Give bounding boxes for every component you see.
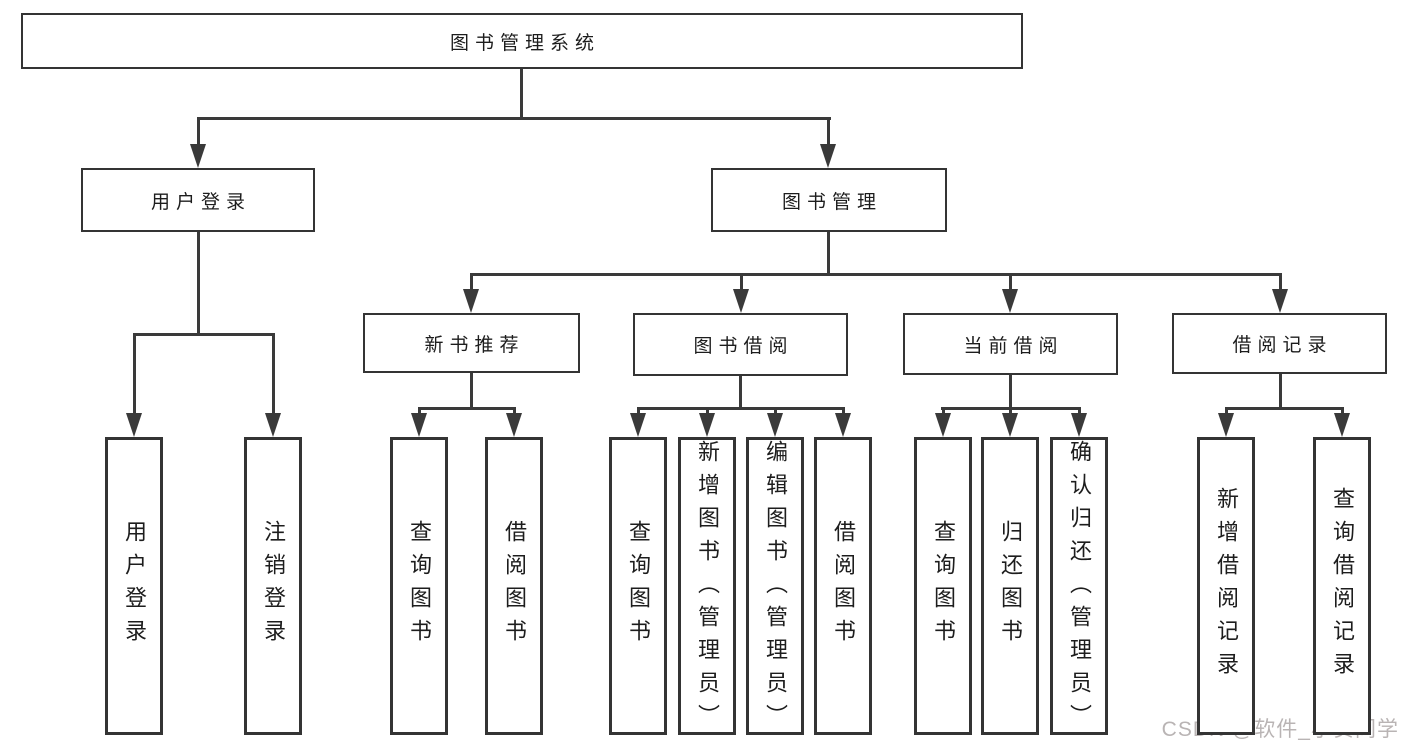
connector-line: [1225, 407, 1343, 410]
node-label: 查询图书: [931, 520, 956, 652]
node-label: 编辑图书（管理员）: [763, 440, 788, 737]
node-leaf-edit-book-admin: 编辑图书（管理员）: [746, 437, 804, 737]
node-label: 新增借阅记录: [1214, 487, 1239, 685]
node-user-login: 用户登录: [81, 168, 315, 232]
arrow-down-icon: [463, 289, 479, 313]
connector-line: [842, 407, 845, 417]
connector-line: [197, 117, 200, 147]
connector-line: [513, 407, 516, 417]
connector-line: [1279, 273, 1282, 293]
node-label: 当前借阅: [963, 335, 1064, 357]
connector-line: [827, 232, 830, 276]
arrow-down-icon: [630, 413, 646, 437]
arrow-down-icon: [1334, 413, 1350, 437]
connector-line: [520, 69, 523, 120]
connector-line: [1341, 407, 1344, 417]
node-label: 查询借阅记录: [1330, 487, 1355, 685]
connector-line: [1009, 273, 1012, 293]
node-label: 归还图书: [998, 520, 1023, 652]
arrow-down-icon: [1071, 413, 1087, 437]
node-label: 图书管理系统: [449, 32, 600, 54]
node-label: 用户登录: [150, 191, 251, 213]
arrow-down-icon: [1002, 289, 1018, 313]
connector-line: [418, 407, 516, 410]
node-leaf-borrow-book: 借阅图书: [814, 437, 872, 735]
node-book-borrowing: 图书借阅: [633, 313, 848, 376]
node-leaf-return-book: 归还图书: [981, 437, 1039, 735]
arrow-down-icon: [190, 144, 206, 168]
arrow-down-icon: [506, 413, 522, 437]
connector-line: [740, 273, 743, 293]
node-leaf-query-borrow-record: 查询借阅记录: [1313, 437, 1371, 735]
node-borrowing-records: 借阅记录: [1172, 313, 1387, 374]
node-root-system: 图书管理系统: [21, 13, 1023, 69]
node-label: 确认归还（管理员）: [1067, 440, 1092, 737]
node-label: 新书推荐: [424, 334, 525, 356]
node-leaf-logout: 注销登录: [244, 437, 302, 735]
connector-line: [418, 407, 421, 417]
connector-line: [197, 117, 831, 120]
connector-line: [637, 407, 640, 417]
arrow-down-icon: [1002, 413, 1018, 437]
node-label: 图书管理: [781, 191, 882, 213]
node-current-borrowing: 当前借阅: [903, 313, 1118, 375]
node-leaf-add-borrow-record: 新增借阅记录: [1197, 437, 1255, 735]
arrow-down-icon: [1272, 289, 1288, 313]
node-book-management: 图书管理: [711, 168, 947, 232]
arrow-down-icon: [820, 144, 836, 168]
connector-line: [1225, 407, 1228, 417]
connector-line: [133, 333, 136, 417]
node-label: 借阅图书: [831, 520, 856, 652]
connector-line: [827, 117, 830, 147]
node-leaf-query-book-borrow: 查询图书: [609, 437, 667, 735]
node-label: 借阅记录: [1232, 335, 1333, 356]
node-leaf-confirm-return-admin: 确认归还（管理员）: [1050, 437, 1108, 737]
arrow-down-icon: [767, 413, 783, 437]
connector-line: [470, 273, 1281, 276]
node-label: 查询图书: [407, 520, 432, 652]
arrow-down-icon: [126, 413, 142, 437]
connector-line: [1009, 407, 1012, 417]
connector-line: [1279, 374, 1282, 410]
connector-line: [1078, 407, 1081, 417]
connector-line: [739, 376, 742, 410]
node-label: 查询图书: [626, 520, 651, 652]
arrow-down-icon: [265, 413, 281, 437]
node-label: 新增图书（管理员）: [695, 440, 720, 737]
arrow-down-icon: [411, 413, 427, 437]
node-leaf-query-book-current: 查询图书: [914, 437, 972, 735]
connector-line: [133, 333, 275, 336]
arrow-down-icon: [699, 413, 715, 437]
node-label: 用户登录: [122, 520, 147, 652]
node-leaf-query-book-recommend: 查询图书: [390, 437, 448, 735]
arrow-down-icon: [1218, 413, 1234, 437]
connector-line: [637, 407, 845, 410]
connector-line: [470, 273, 473, 293]
node-label: 图书借阅: [693, 336, 794, 357]
connector-line: [272, 333, 275, 417]
node-new-book-recommend: 新书推荐: [363, 313, 580, 373]
node-label: 注销登录: [261, 520, 286, 652]
arrow-down-icon: [835, 413, 851, 437]
node-leaf-user-login: 用户登录: [105, 437, 163, 735]
arrow-down-icon: [935, 413, 951, 437]
connector-line: [470, 373, 473, 410]
node-label: 借阅图书: [502, 520, 527, 652]
connector-line: [942, 407, 945, 417]
connector-line: [774, 407, 777, 417]
arrow-down-icon: [733, 289, 749, 313]
connector-line: [706, 407, 709, 417]
node-leaf-add-book-admin: 新增图书（管理员）: [678, 437, 736, 737]
node-leaf-borrow-book-recommend: 借阅图书: [485, 437, 543, 735]
connector-line: [1009, 375, 1012, 410]
connector-line: [197, 232, 200, 336]
